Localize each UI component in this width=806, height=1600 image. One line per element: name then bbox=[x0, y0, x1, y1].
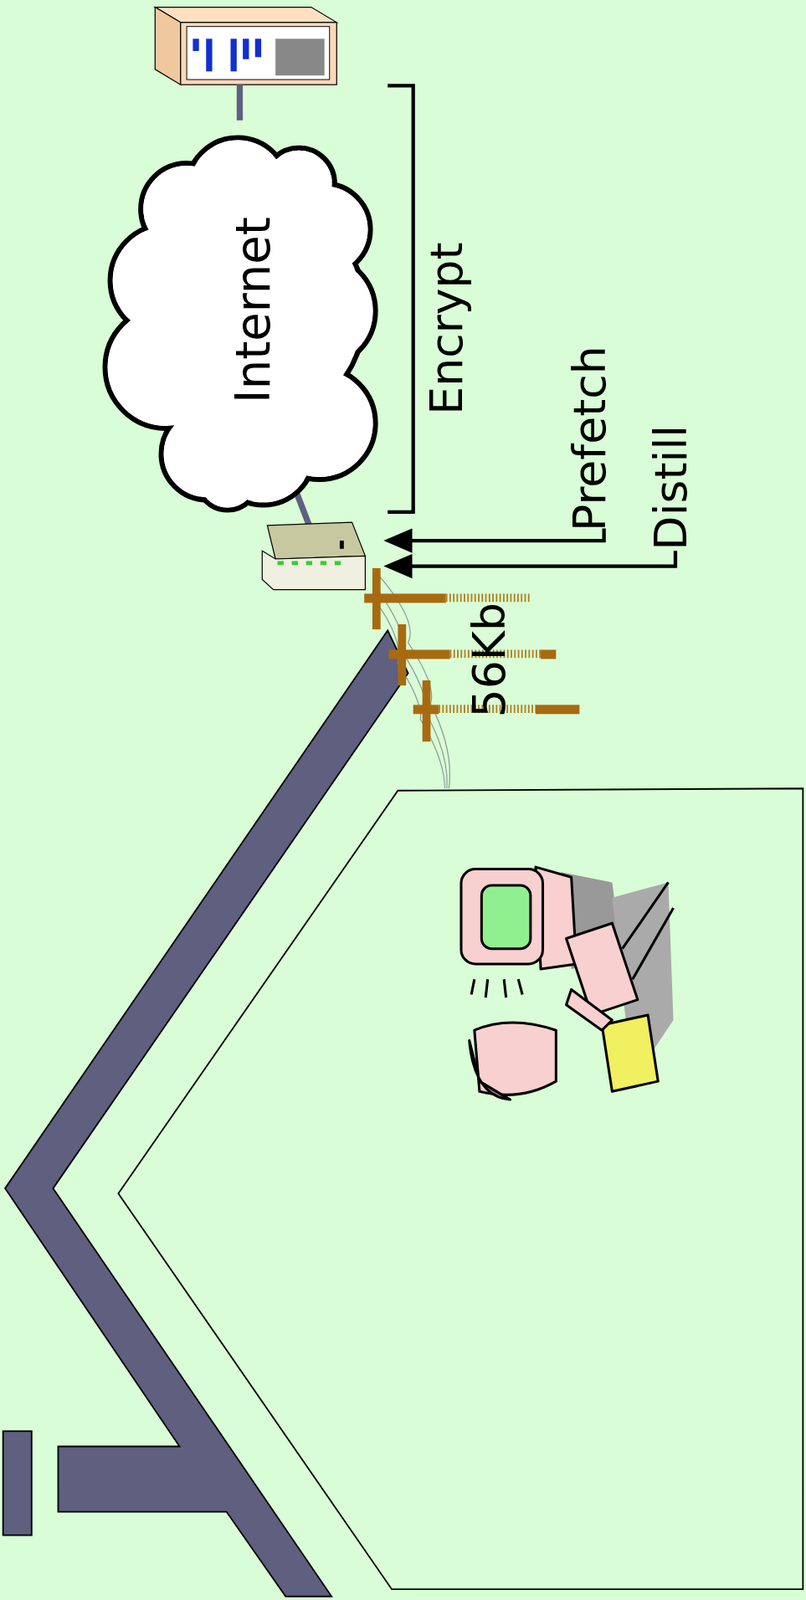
annotation-label: Encrypt bbox=[424, 241, 470, 415]
bracket bbox=[387, 85, 413, 513]
modem bbox=[261, 522, 365, 590]
phone-wires bbox=[372, 576, 451, 790]
annotation-label: Prefetch bbox=[567, 345, 613, 532]
annotation-label: Distill bbox=[648, 425, 694, 551]
road-piece bbox=[3, 1431, 32, 1535]
computer-user bbox=[461, 867, 674, 1100]
cloud-label: Internet bbox=[229, 216, 277, 404]
telephone-poles bbox=[364, 568, 580, 742]
arrows bbox=[383, 528, 676, 579]
cloud-node: Internet bbox=[110, 117, 380, 510]
server-link bbox=[236, 84, 243, 121]
server bbox=[154, 7, 337, 86]
road bbox=[5, 630, 409, 1597]
annotation-label: 56Kb bbox=[467, 602, 513, 718]
